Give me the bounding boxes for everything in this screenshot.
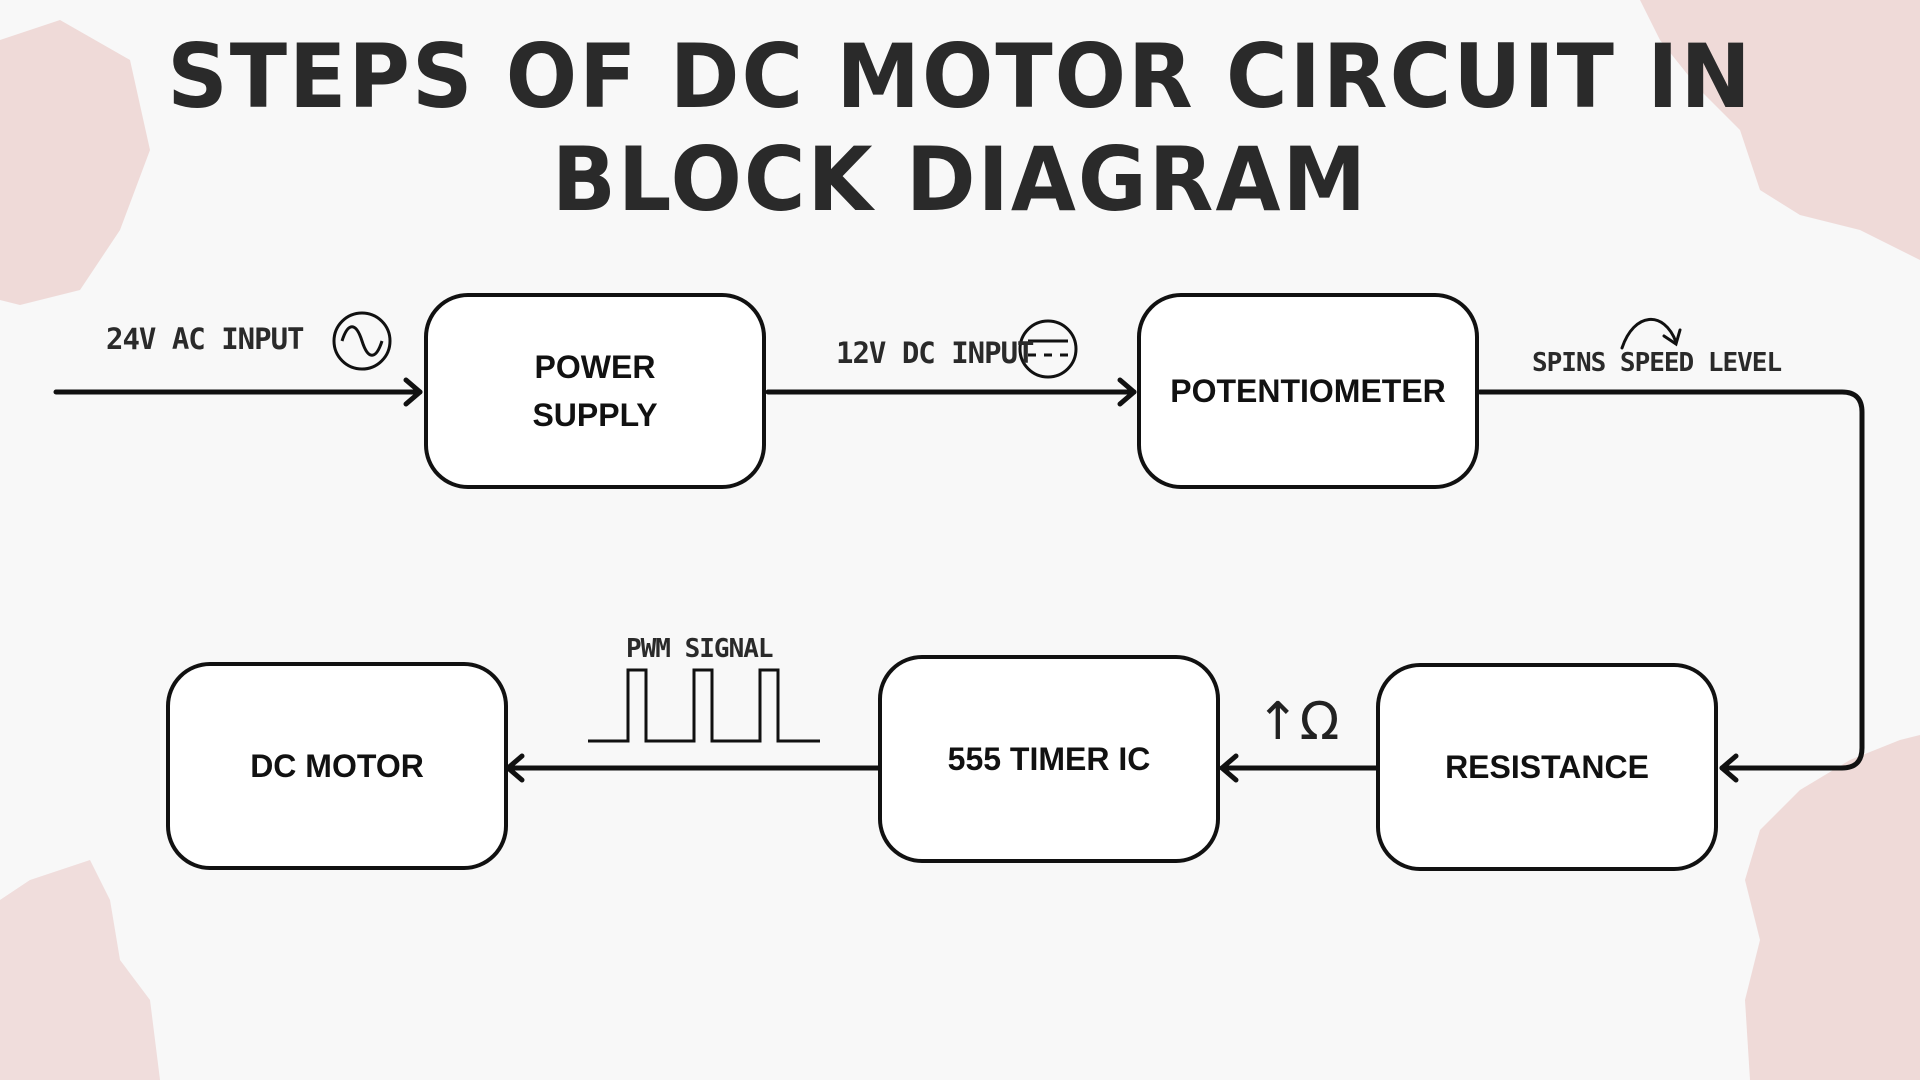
arrowhead-potentiometer bbox=[1117, 377, 1137, 407]
dc-input-label: 12V DC INPUT bbox=[836, 336, 1035, 370]
arrow-speed-to-resistance bbox=[1477, 389, 1865, 771]
arrowhead-resistance bbox=[1719, 753, 1739, 783]
dc-symbol-icon bbox=[1018, 319, 1078, 379]
page-title: STEPS OF DC MOTOR CIRCUIT IN BLOCK DIAGR… bbox=[167, 25, 1753, 231]
arrowhead-timer bbox=[1219, 753, 1239, 783]
timer-ic-block: 555 TIMER IC bbox=[878, 655, 1220, 863]
dc-motor-label: DC MOTOR bbox=[250, 748, 424, 784]
brush-stroke-bottom-right bbox=[1745, 735, 1920, 1080]
dc-motor-block: DC MOTOR bbox=[166, 662, 508, 870]
resistance-block: RESISTANCE bbox=[1376, 663, 1718, 871]
arrowhead-motor bbox=[505, 753, 525, 783]
power-supply-block: POWER SUPPLY bbox=[424, 293, 766, 489]
sine-wave-icon bbox=[332, 311, 392, 371]
potentiometer-label: POTENTIOMETER bbox=[1170, 373, 1446, 409]
power-supply-label: POWER SUPPLY bbox=[532, 349, 658, 433]
brush-stroke-top-right bbox=[1640, 0, 1920, 260]
ac-input-label: 24V AC INPUT bbox=[106, 322, 305, 356]
pwm-signal-label: PWM SIGNAL bbox=[626, 634, 774, 664]
potentiometer-block: POTENTIOMETER bbox=[1137, 293, 1479, 489]
timer-ic-label: 555 TIMER IC bbox=[947, 741, 1151, 777]
curved-arrow-icon bbox=[1620, 317, 1682, 350]
spin-speed-label: SPINS SPEED LEVEL bbox=[1532, 348, 1782, 378]
ohm-up-label: ↑Ω bbox=[1256, 692, 1340, 752]
brush-stroke-top-left bbox=[0, 20, 150, 305]
brush-stroke-bottom-left bbox=[0, 860, 160, 1080]
arrowhead-power-supply bbox=[403, 377, 423, 407]
resistance-label: RESISTANCE bbox=[1445, 749, 1649, 785]
pwm-waveform-icon bbox=[588, 668, 820, 743]
